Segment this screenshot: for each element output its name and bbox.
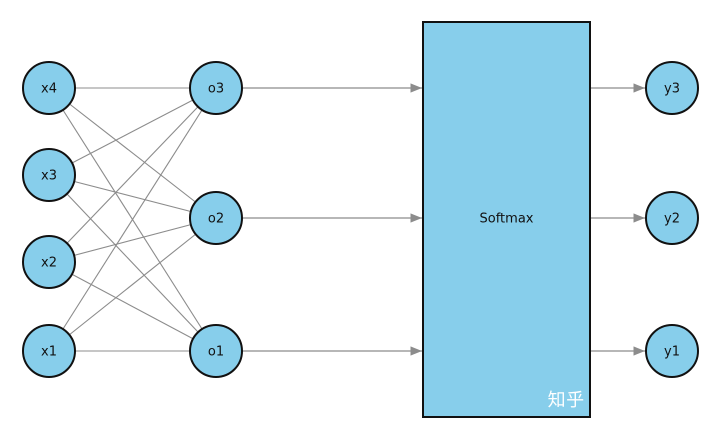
node-o3: o3 [189,61,243,115]
node-x2: x2 [22,235,76,289]
connection-lines [48,87,217,352]
node-x4-label: x4 [41,82,57,97]
node-o3-label: o3 [208,82,224,97]
node-y2-label: y2 [664,212,680,227]
node-y3-circle [645,61,699,115]
node-y2: y2 [645,191,699,245]
edge-x3-o3 [48,87,217,176]
edge-x3-o2 [48,174,217,219]
edge-x2-o3 [48,87,217,263]
node-y3: y3 [645,61,699,115]
node-o1: o1 [189,324,243,378]
softmax-box [422,21,591,418]
edge-x4-o2 [48,87,217,219]
node-x3: x3 [22,148,76,202]
node-x3-label: x3 [41,169,57,184]
node-y1-circle [645,324,699,378]
node-x1-label: x1 [41,345,57,360]
node-y2-circle [645,191,699,245]
node-y3-label: y3 [664,82,680,97]
node-o2: o2 [189,191,243,245]
node-x4-circle [22,61,76,115]
node-y1-label: y1 [664,345,680,360]
edge-x3-o1 [48,174,217,352]
softmax-label: Softmax [480,212,534,227]
node-o2-label: o2 [208,212,224,227]
edge-x1-o2 [48,217,217,352]
watermark: 知乎 @小黑黑讲AI [547,390,702,411]
node-o1-circle [189,324,243,378]
node-x1-circle [22,324,76,378]
edge-x2-o2 [48,217,217,263]
node-x3-circle [22,148,76,202]
node-o2-circle [189,191,243,245]
neuron-nodes: x4 x3 x2 x1 o3 o2 o1 y3 y2 y1 [22,61,699,378]
arrow-connections [242,83,645,356]
node-x2-circle [22,235,76,289]
node-o3-circle [189,61,243,115]
edge-x1-o3 [48,87,217,352]
edge-x2-o1 [48,261,217,352]
node-x4: x4 [22,61,76,115]
node-x2-label: x2 [41,256,57,271]
node-x1: x1 [22,324,76,378]
node-o1-label: o1 [208,345,224,360]
node-y1: y1 [645,324,699,378]
